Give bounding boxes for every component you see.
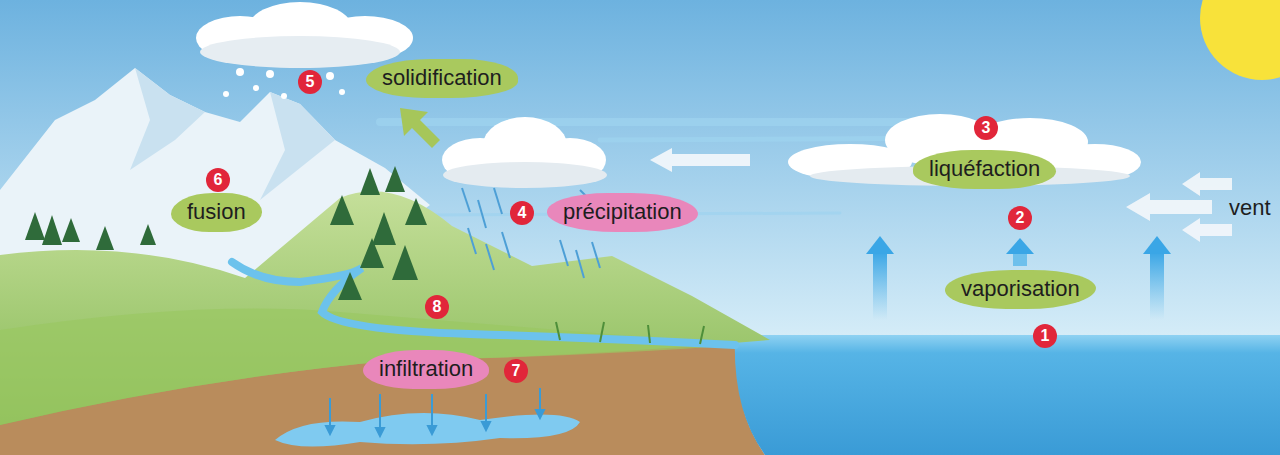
- vapour-head: [1143, 236, 1171, 254]
- raindrop: [494, 188, 502, 214]
- raindrop: [486, 244, 494, 270]
- tree: [392, 245, 418, 280]
- seep-line: [539, 388, 541, 412]
- snowflake: [223, 91, 229, 97]
- raindrop: [468, 228, 476, 254]
- raindrop: [560, 240, 568, 266]
- stage-text: infiltration: [379, 357, 473, 381]
- seep-head: [376, 428, 384, 436]
- tree: [360, 168, 380, 195]
- vapour-arrows: [866, 236, 1171, 320]
- tree: [360, 238, 384, 268]
- vapour-head: [1006, 238, 1034, 254]
- tree: [140, 224, 156, 245]
- cloud-base: [200, 36, 400, 68]
- tree: [330, 195, 354, 225]
- callout-number: 8: [425, 295, 449, 319]
- reed: [648, 325, 650, 343]
- callout-number: 3: [974, 116, 998, 140]
- tree: [372, 212, 396, 245]
- tree: [385, 166, 405, 192]
- stage-label: liquéfaction: [913, 150, 1056, 189]
- seep-line: [329, 398, 331, 428]
- raindrop: [478, 200, 486, 228]
- tree: [96, 226, 114, 250]
- snow-cloud: [196, 2, 413, 68]
- infiltration-arrows: [326, 388, 544, 436]
- snowflake: [236, 68, 244, 76]
- reed: [556, 322, 560, 340]
- vapour-shaft: [1150, 252, 1164, 320]
- stage-label: fusion: [171, 193, 262, 232]
- callout-number: 4: [510, 201, 534, 225]
- tree: [25, 212, 45, 240]
- seep-line: [485, 394, 487, 424]
- snowflake: [326, 72, 334, 80]
- callout-number: 1: [1033, 324, 1057, 348]
- stage-text: précipitation: [563, 200, 682, 224]
- trees: [25, 166, 427, 300]
- raindrop: [576, 250, 584, 278]
- snowflakes: [223, 68, 345, 99]
- seep-line: [431, 394, 433, 428]
- cloud-base: [443, 162, 607, 188]
- tree: [338, 272, 362, 300]
- rain-cloud: [442, 117, 607, 188]
- raindrop: [462, 188, 470, 212]
- snowflake: [266, 70, 274, 78]
- snowflake: [339, 89, 345, 95]
- wind-arrow: [1182, 218, 1232, 242]
- stage-text: liquéfaction: [929, 157, 1040, 181]
- wind-arrow: [1126, 193, 1212, 221]
- reed: [600, 322, 604, 342]
- stage-text: fusion: [187, 200, 246, 224]
- wind-label: vent: [1229, 196, 1271, 220]
- callout-number: 5: [298, 70, 322, 94]
- river: [232, 262, 735, 345]
- vapour-shaft: [873, 252, 887, 320]
- mountain-shadow: [130, 68, 335, 200]
- seep-head: [428, 426, 436, 434]
- raindrop: [592, 242, 600, 268]
- seep-head: [482, 422, 490, 430]
- seep-line: [379, 394, 381, 430]
- groundwater: [275, 413, 580, 447]
- snowflake: [253, 85, 259, 91]
- stage-text: vaporisation: [961, 277, 1080, 301]
- wind-arrows: [650, 148, 1232, 242]
- sun: [1200, 0, 1280, 80]
- callout-number: 7: [504, 359, 528, 383]
- callout-number: 6: [206, 168, 230, 192]
- reed: [700, 326, 704, 344]
- snowflake: [281, 93, 287, 99]
- stage-label: solidification: [366, 59, 518, 98]
- tree: [62, 218, 80, 242]
- raindrop: [502, 232, 510, 258]
- wind-arrow: [650, 148, 750, 172]
- callout-number: 2: [1008, 206, 1032, 230]
- seep-head: [326, 426, 334, 434]
- tree: [42, 215, 62, 245]
- seep-head: [536, 410, 544, 418]
- green-land: [0, 191, 770, 425]
- wind-arrow: [1182, 172, 1232, 196]
- sea: [735, 335, 1280, 455]
- stage-label: infiltration: [363, 350, 489, 389]
- sky-streak: [380, 118, 930, 126]
- stage-text: solidification: [382, 66, 502, 90]
- rise-arrow: [400, 108, 440, 148]
- vapour-head: [866, 236, 894, 254]
- stage-label: précipitation: [547, 193, 698, 232]
- vapour-shaft: [1013, 252, 1027, 266]
- tree: [405, 198, 427, 225]
- reeds: [556, 322, 704, 344]
- stage-label: vaporisation: [945, 270, 1096, 309]
